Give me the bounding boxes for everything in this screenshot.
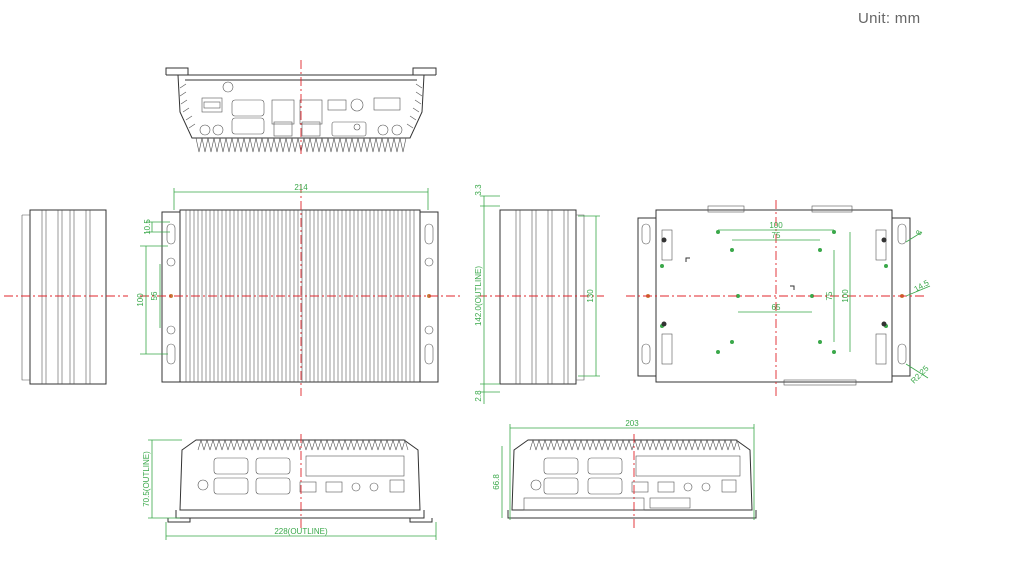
dim-2-8: 2.8 — [474, 390, 483, 402]
dim-75-v: 75 — [825, 291, 834, 300]
dim-8: 8 — [914, 228, 924, 237]
dim-66-8: 66.8 — [492, 474, 501, 490]
dim-130: 130 — [586, 289, 595, 303]
rear-view: 203 66.8 — [492, 419, 757, 528]
dim-228-outline: 228(OUTLINE) — [274, 527, 328, 536]
dim-142-outline: 142.0(OUTLINE) — [474, 266, 483, 326]
right-side-view: 3.3 142.0(OUTLINE) 2.8 130 — [474, 184, 604, 404]
dim-3-3: 3.3 — [474, 184, 483, 196]
dim-203: 203 — [625, 419, 639, 428]
dim-100-v: 100 — [841, 289, 850, 303]
dim-r2-25: R2.25 — [909, 364, 931, 386]
left-side-view — [4, 209, 128, 385]
io-panel-view — [165, 60, 437, 156]
dim-100-h: 100 — [769, 221, 783, 230]
unit-label: Unit: mm — [858, 10, 921, 27]
dim-65: 65 — [772, 303, 781, 312]
top-view: 214 10.5 100 56 — [136, 183, 460, 396]
dim-70-5-outline: 70.5(OUTLINE) — [142, 451, 151, 507]
dim-56: 56 — [150, 291, 159, 300]
front-view: 70.5(OUTLINE) 228(OUTLINE) — [142, 434, 437, 540]
dim-width-214: 214 — [294, 183, 308, 192]
dim-100: 100 — [136, 293, 145, 307]
dim-14-5: 14.5 — [913, 278, 931, 294]
bottom-view: 100 75 65 75 100 8 14.5 R2.25 — [626, 200, 931, 396]
dim-10-5: 10.5 — [143, 219, 152, 235]
dim-75-h: 75 — [772, 231, 781, 240]
